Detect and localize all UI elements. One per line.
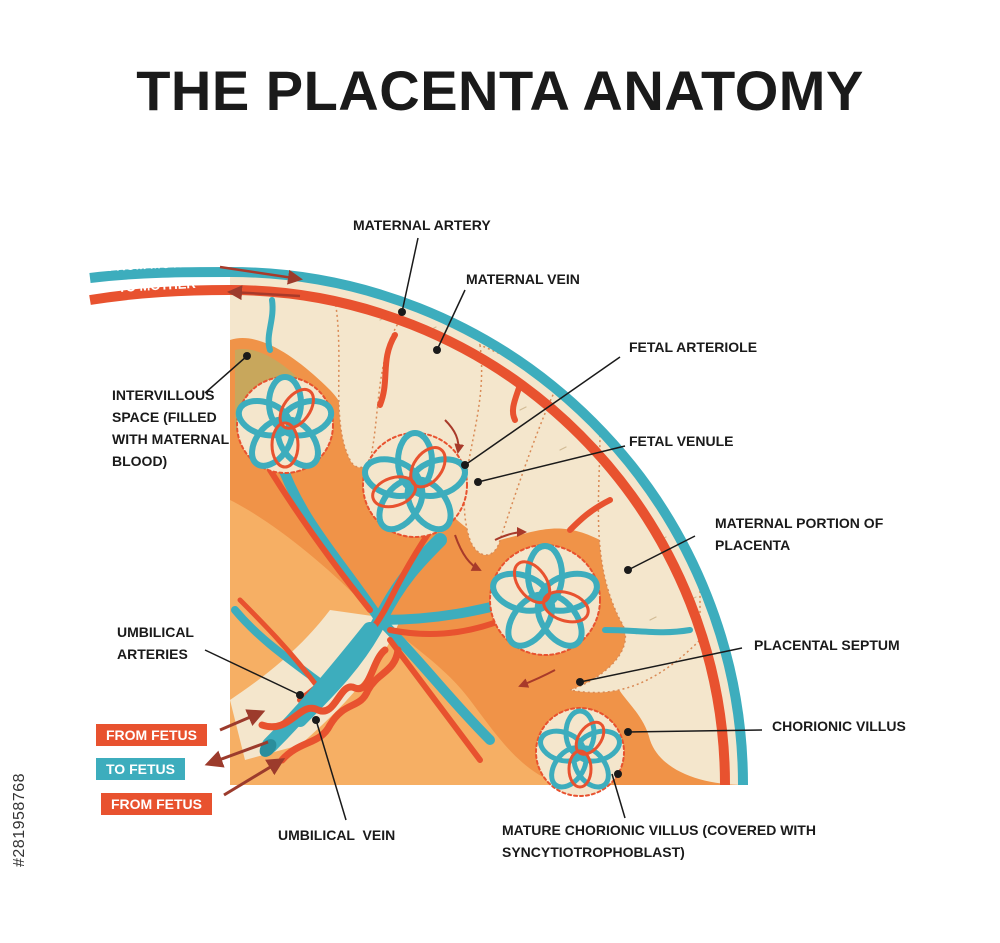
from-fetus-pill-bottom: FROM FETUS xyxy=(101,793,212,815)
from-fetus-pill-top: FROM FETUS xyxy=(96,724,207,746)
flow-arrows xyxy=(444,419,556,688)
villus-3 xyxy=(489,543,601,656)
mother-flow-arrows xyxy=(219,265,303,301)
umbilical-cord-vessels xyxy=(258,622,402,764)
label-umbilical-vein: UMBILICAL VEIN xyxy=(278,827,396,843)
villus-1 xyxy=(235,374,335,474)
label-mature-chorionic-villus: MATURE CHORIONIC VILLUS (COVERED WITH SY… xyxy=(502,822,816,860)
leader-dots xyxy=(243,308,632,778)
fetal-vein-branch xyxy=(231,606,334,694)
page-title: THE PLACENTA ANATOMY xyxy=(136,59,864,122)
maternal-vein-branch xyxy=(602,627,693,636)
arrow-to-mother xyxy=(227,285,301,301)
label-intervillous-space: INTERVILLOUS SPACE (FILLED WITH MATERNAL… xyxy=(112,387,229,469)
maternal-branches xyxy=(265,297,693,636)
chorionic-villi xyxy=(235,374,625,797)
label-umbilical-arteries: UMBILICAL ARTERIES xyxy=(117,624,194,662)
label-chorionic-villus: CHORIONIC VILLUS xyxy=(772,718,906,734)
label-maternal-portion: MATERNAL PORTION OF PLACENTA xyxy=(715,515,884,553)
leader-lines xyxy=(204,237,763,821)
arrow-from-fetus-bottom xyxy=(223,758,286,797)
arrow-to-fetus xyxy=(204,740,269,768)
label-placental-septum: PLACENTAL SEPTUM xyxy=(754,637,900,653)
arrow-from-mother xyxy=(219,265,303,285)
maternal-vein-branch xyxy=(265,297,276,353)
umbilical-vein-vessel xyxy=(262,622,378,753)
maternal-artery-branch xyxy=(377,332,398,408)
to-fetus-pill: TO FETUS xyxy=(96,758,185,780)
label-fetal-venule: FETAL VENULE xyxy=(629,433,734,449)
maternal-artery-branch xyxy=(567,497,613,533)
label-fetal-arteriole: FETAL ARTERIOLE xyxy=(629,339,758,355)
fetal-vein-branch xyxy=(275,455,385,625)
villus-4 xyxy=(535,707,625,797)
arrow-from-fetus-top xyxy=(219,709,266,732)
villus-2 xyxy=(362,430,468,538)
fetal-vein-branch xyxy=(375,615,495,745)
fetal-artery-branch xyxy=(237,597,323,693)
umbilical-artery-vessel xyxy=(278,646,402,764)
placental-septum xyxy=(334,298,402,469)
maternal-artery-arc xyxy=(89,266,748,786)
maternal-artery-branch xyxy=(509,382,523,423)
stock-id: #281958768 xyxy=(6,705,34,935)
label-maternal-artery: MATERNAL ARTERY xyxy=(353,217,491,233)
label-maternal-vein: MATERNAL VEIN xyxy=(466,271,580,287)
maternal-vein-arc xyxy=(89,284,730,786)
maternal-wall-vessels xyxy=(89,266,748,786)
fetal-flow-arrows xyxy=(204,709,286,797)
umbilical-artery-vessel xyxy=(258,646,389,731)
fetal-artery-branch xyxy=(267,467,373,613)
stock-id-text: #281958768 xyxy=(11,773,28,867)
